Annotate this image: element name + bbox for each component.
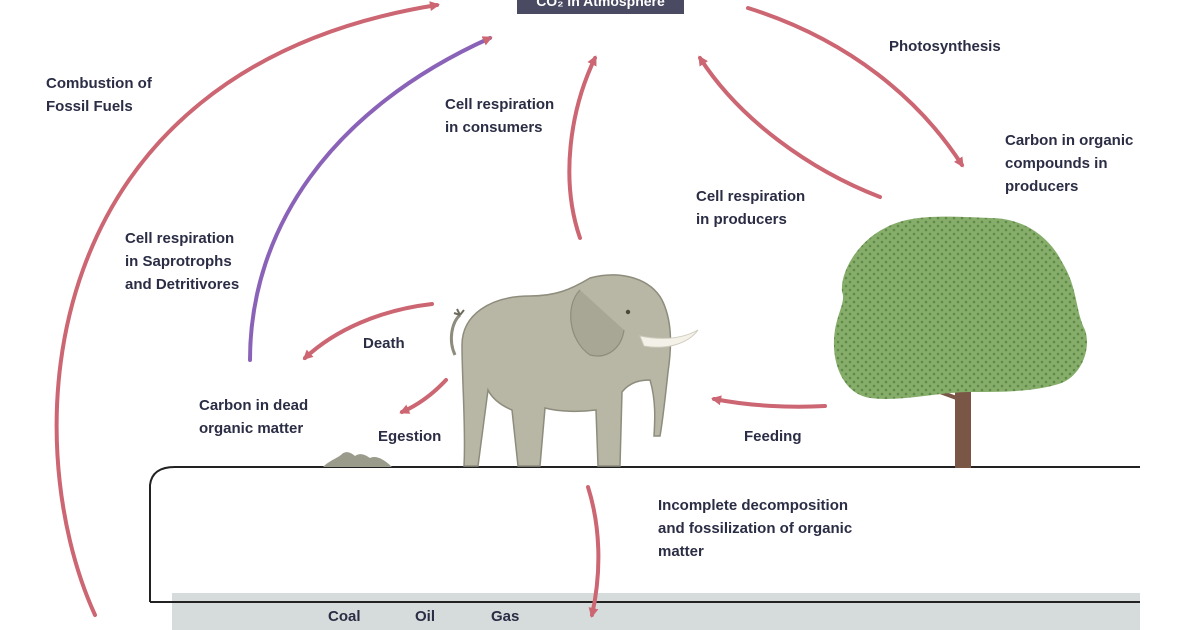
label-death: Death (363, 335, 405, 352)
arrow-photosynthesis (746, 6, 964, 168)
arrow-death (302, 302, 434, 361)
fossil-oil: Oil (415, 608, 436, 625)
fossil-fuel-layer (172, 593, 1140, 630)
arrow-egestion (399, 378, 448, 414)
elephant (449, 274, 699, 467)
arrow-feeding (711, 395, 827, 409)
atmosphere-box: CO₂ in Atmosphere (517, 0, 684, 14)
ground-outline (149, 466, 1140, 603)
arrow-combustion (54, 1, 440, 617)
arrow-fossilization (586, 485, 601, 618)
fossil-gas: Gas (491, 608, 520, 625)
tree (833, 216, 1087, 468)
label-feeding: Feeding (744, 428, 802, 445)
dead-organic-matter-pile (323, 452, 392, 467)
fossil-coal: Coal (328, 608, 361, 625)
arrow-consumer-respiration (567, 55, 597, 240)
label-photosynthesis: Photosynthesis (889, 38, 1001, 55)
arrow-producer-respiration (698, 55, 882, 199)
label-egestion: Egestion (378, 428, 442, 445)
arrow-saprotroph-respiration (248, 36, 493, 362)
